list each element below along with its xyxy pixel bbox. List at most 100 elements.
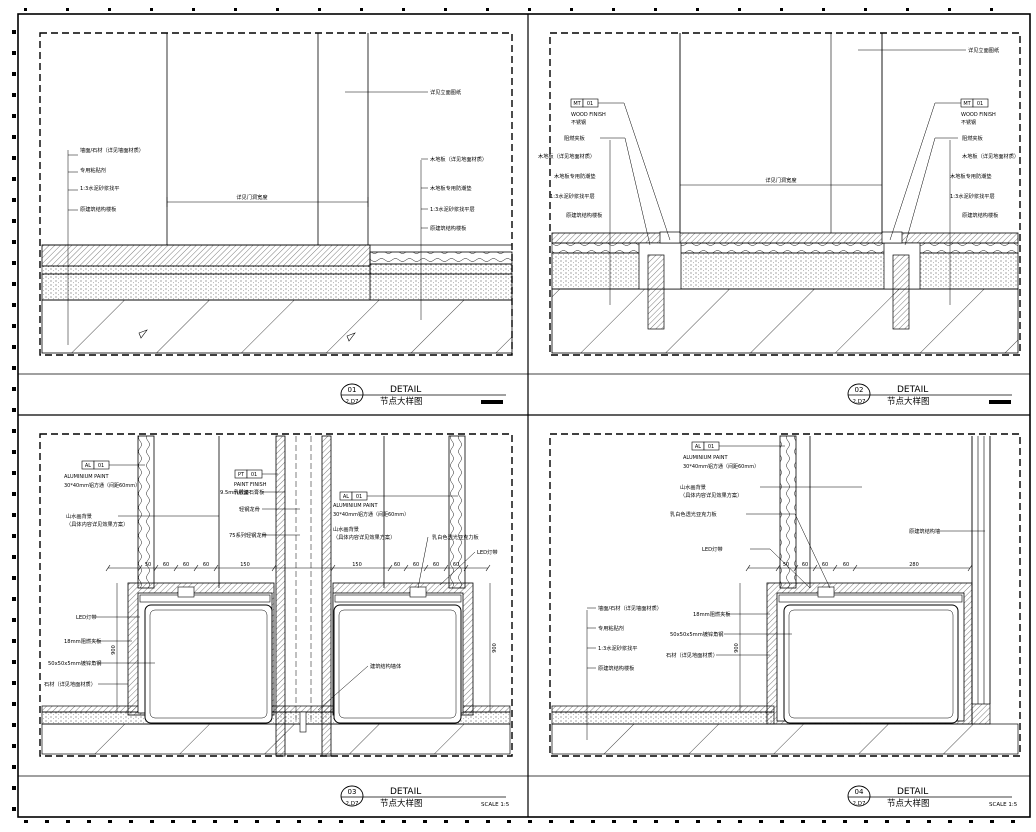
- sheet-edge-ticks: [12, 8, 1015, 823]
- detail-panel-04: 50 60 60 60 280 900 AL 01 ALUMINIUM PAIN…: [549, 433, 1021, 809]
- callout-left-3: LED灯带: [76, 613, 97, 621]
- dimension-text: 900: [111, 645, 117, 655]
- edge-tick: [12, 198, 16, 202]
- material-tag-text: 不锈钢: [961, 119, 976, 126]
- dimension-tick: [213, 564, 219, 572]
- dimension-text: 60: [413, 562, 419, 568]
- edge-tick: [12, 30, 16, 34]
- edge-tick: [948, 8, 951, 11]
- detail-boundary: [549, 32, 1021, 356]
- edge-tick: [528, 8, 531, 11]
- edge-tick: [318, 820, 322, 823]
- edge-tick: [12, 681, 16, 685]
- callout-mid-3: 75系列轻钢龙骨: [229, 531, 267, 539]
- callout-right-4: 1:3水泥砂浆找平层: [950, 192, 995, 200]
- callout-top-1: 山水画背景: [680, 483, 706, 491]
- edge-tick: [12, 555, 16, 559]
- dimension-text: 60: [822, 562, 828, 568]
- edge-tick: [948, 820, 952, 823]
- dimension-tick: [423, 564, 429, 572]
- edge-tick: [66, 8, 69, 11]
- detail-boundary: [549, 433, 1021, 757]
- edge-tick: [192, 8, 195, 11]
- wall-stone-layer: [41, 244, 371, 267]
- edge-tick: [633, 820, 637, 823]
- material-tag-code: AL: [695, 444, 701, 450]
- edge-tick: [12, 219, 16, 223]
- edge-tick: [12, 744, 16, 748]
- edge-tick: [276, 8, 279, 11]
- edge-tick: [12, 765, 16, 769]
- door-width-note: 详见门洞宽度: [765, 176, 796, 184]
- edge-tick: [339, 820, 343, 823]
- edge-tick: [129, 820, 133, 823]
- detail-number: 03: [348, 788, 357, 796]
- callout-mid-2: 轻钢龙骨: [239, 505, 260, 513]
- edge-tick: [906, 8, 909, 11]
- material-tag-code: MT: [963, 101, 971, 107]
- edge-tick: [234, 8, 237, 11]
- edge-tick: [822, 820, 826, 823]
- detail-number: 01: [348, 386, 357, 394]
- callout-left-4: 18mm阻燃夹板: [64, 637, 102, 645]
- callout-right-5: 原建筑结构楼板: [962, 211, 999, 219]
- material-tag-text: 30*40mm铝方通（间距60mm）: [64, 482, 140, 489]
- edge-tick: [12, 177, 16, 181]
- edge-tick: [654, 820, 658, 823]
- callout-left-3: 1:3水泥砂浆找平: [80, 184, 119, 192]
- callout-top-4: LED灯带: [702, 545, 723, 553]
- material-tag-number: 01: [708, 444, 714, 450]
- callout-left-2: （具体内容详见效果方案）: [66, 520, 128, 528]
- dimension-tick: [852, 564, 858, 572]
- detail-subtitle: 节点大样图: [887, 396, 930, 407]
- callout-right-1: 18mm阻燃夹板: [693, 610, 731, 618]
- callout-left-5: 原建筑结构楼板: [566, 211, 603, 219]
- material-tag-number: 01: [98, 463, 104, 469]
- edge-tick: [12, 471, 16, 475]
- detail-title: DETAIL: [897, 787, 928, 797]
- detail-panel-02: 详见门洞宽度 详见立面图纸 MT 01 WOOD FINISH 不锈钢 MT 0…: [538, 32, 1021, 407]
- dimension-text: 900: [492, 643, 498, 653]
- structural-slab: [551, 288, 1019, 354]
- material-tag-code: AL: [343, 494, 349, 500]
- edge-tick: [12, 450, 16, 454]
- edge-tick: [318, 8, 321, 11]
- material-tag-number: 01: [251, 472, 257, 478]
- material-tag-text: ALUMINIUM PAINT: [683, 455, 729, 461]
- callout-right-3: 木地板专用防潮垫: [950, 172, 992, 180]
- detail-panel-03: 50 60 60 60 150 150 60 60 60 60 900 900 …: [39, 433, 513, 809]
- edge-tick: [360, 8, 363, 11]
- edge-tick: [990, 8, 993, 11]
- callout-left-3: 1:3水泥砂浆找平: [598, 644, 637, 652]
- edge-tick: [12, 282, 16, 286]
- callout-left-2: 专用粘贴剂: [598, 624, 624, 632]
- dimension-tick: [745, 564, 751, 572]
- edge-tick: [108, 8, 111, 11]
- edge-tick: [12, 240, 16, 244]
- callout-top-2: （具体内容详见效果方案）: [680, 491, 742, 499]
- edge-tick: [12, 156, 16, 160]
- dimension-text: 60: [183, 562, 189, 568]
- detail-number: 02: [855, 386, 864, 394]
- door-width-note: 详见门洞宽度: [236, 193, 267, 201]
- material-tag-code: MT: [573, 101, 581, 107]
- edge-tick: [12, 597, 16, 601]
- dimension-text: 280: [909, 562, 919, 568]
- edge-tick: [255, 820, 259, 823]
- dimension-tick: [967, 564, 973, 572]
- material-tag-text: ALUMINIUM PAINT: [333, 503, 379, 509]
- edge-tick: [150, 820, 154, 823]
- detail-title: DETAIL: [390, 787, 421, 797]
- edge-tick: [864, 820, 868, 823]
- dimension-tick: [137, 564, 143, 572]
- edge-tick: [24, 820, 28, 823]
- edge-tick: [12, 114, 16, 118]
- dimension-text: 60: [433, 562, 439, 568]
- dimension-tick: [793, 564, 799, 572]
- edge-tick: [654, 8, 657, 11]
- edge-tick: [402, 8, 405, 11]
- edge-tick: [402, 820, 406, 823]
- callout-mid-1: 9.5mm纸面石膏板: [220, 488, 265, 496]
- callout-left-1: 山水画背景: [66, 512, 92, 520]
- edge-tick: [717, 820, 721, 823]
